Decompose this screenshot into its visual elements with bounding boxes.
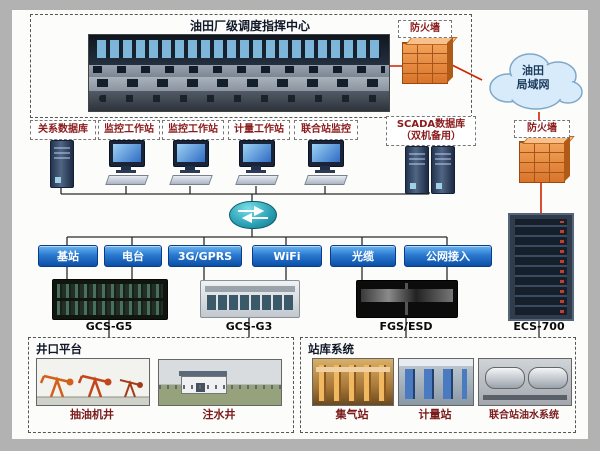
workstation-icon-4	[303, 140, 348, 186]
pumping-well-label: 抽油机井	[70, 408, 114, 421]
label-monitor-ws-1: 监控工作站	[98, 120, 160, 140]
screen-wall-monitors	[97, 40, 381, 58]
label-relational-db: 关系数据库	[30, 120, 96, 140]
wellhead-platform-title: 井口平台	[36, 342, 82, 356]
pumping-well-image	[36, 358, 150, 406]
label-monitor-ws-2: 监控工作站	[162, 120, 224, 140]
station-system-title: 站库系统	[308, 342, 354, 356]
keyboard-icon	[169, 175, 213, 185]
gas-header-pipe	[316, 367, 390, 373]
din-rail	[205, 286, 295, 292]
ecs-700-label: ECS-700	[513, 320, 565, 333]
storage-tank	[527, 367, 569, 389]
fgs-esd-label: FGS/ESD	[379, 320, 433, 333]
scada-db-line2: （双机备用）	[401, 131, 461, 142]
firewall-icon-top	[402, 42, 448, 84]
scada-server-icon-2	[431, 146, 455, 194]
injection-well-image	[158, 359, 282, 406]
desk-row-2	[89, 77, 389, 91]
oilfield-lan-cloud: 油田 局域网	[480, 44, 586, 116]
label-combined-station-monitor: 联合站监控	[294, 120, 358, 140]
io-modules	[207, 295, 293, 310]
monitor-icon	[173, 140, 209, 167]
firewall-right-label: 防火墙	[514, 120, 570, 138]
injection-well-label: 注水井	[202, 408, 236, 421]
desk-row-1	[89, 65, 389, 77]
workstation-icon-1	[104, 140, 149, 186]
meter-cylinders	[404, 369, 468, 399]
control-center-title: 油田厂级调度指挥中心	[189, 19, 310, 33]
rack-module-row	[57, 284, 163, 298]
wellhead-platform-box	[28, 337, 294, 433]
screen-wall	[89, 35, 389, 65]
fgs-esd-units	[356, 280, 458, 318]
workstation-icon-3	[234, 140, 279, 186]
firewall-top-label: 防火墙	[398, 20, 452, 38]
link-public-network: 公网接入	[404, 245, 492, 267]
monitor-icon	[109, 140, 145, 167]
link-wifi: WiFi	[252, 245, 322, 267]
label-scada-db: SCADA数据库 （双机备用）	[386, 116, 476, 146]
metering-station-label: 计量站	[418, 408, 452, 421]
cabinet-leds	[560, 221, 564, 313]
database-server-icon	[50, 140, 74, 188]
unit-front-panel	[361, 289, 453, 302]
label-metering-ws: 计量工作站	[228, 120, 290, 140]
tank-base	[482, 395, 568, 401]
gcs-g3-controller	[200, 280, 300, 318]
cloud-label-line1: 油田	[522, 64, 544, 77]
firewall-icon-right	[519, 141, 565, 183]
link-3g-gprs: 3G/GPRS	[168, 245, 242, 267]
oil-water-system-image	[478, 358, 572, 406]
building-roof	[178, 370, 228, 377]
router-icon	[229, 201, 277, 229]
gas-gathering-label: 集气站	[335, 408, 369, 421]
keyboard-icon	[235, 175, 279, 185]
station-system-box	[300, 337, 576, 433]
gas-gathering-image	[312, 358, 394, 406]
monitor-icon	[239, 140, 275, 167]
scada-db-line1: SCADA数据库	[396, 118, 466, 130]
router-arrows	[238, 205, 268, 224]
link-radio: 电台	[104, 245, 162, 267]
control-room-floor	[89, 91, 389, 111]
oil-water-system-label: 联合站油水系统	[489, 410, 559, 421]
gcs-g5-rack	[52, 279, 168, 320]
scada-server-icon-1	[405, 146, 429, 194]
rack-module-row	[57, 301, 163, 315]
link-optical-cable: 光缆	[330, 245, 396, 267]
keyboard-icon	[105, 175, 149, 185]
metering-station-image	[398, 358, 474, 406]
link-base-station: 基站	[38, 245, 98, 267]
room-ceiling	[399, 359, 473, 366]
ecs-700-cabinet	[508, 213, 574, 321]
control-room-photo	[88, 34, 390, 112]
workstation-icon-2	[168, 140, 213, 186]
cloud-label-line2: 局域网	[516, 78, 550, 91]
storage-tank	[484, 367, 526, 389]
site-fence	[159, 385, 281, 390]
gcs-g3-label: GCS-G3	[225, 320, 273, 333]
monitor-icon	[308, 140, 344, 167]
gcs-g5-label: GCS-G5	[85, 320, 133, 333]
keyboard-icon	[304, 175, 348, 185]
cloud-label: 油田 局域网	[480, 64, 586, 92]
